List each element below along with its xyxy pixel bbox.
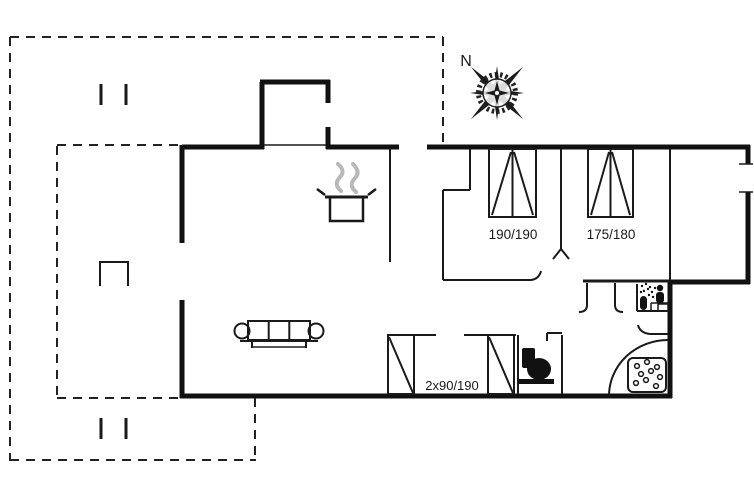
shower-tray-icon — [608, 339, 669, 397]
wall-openings — [264, 144, 753, 193]
terrace-step-marks — [99, 84, 128, 439]
sauna-icon — [639, 282, 669, 312]
steaming-pot-icon — [316, 162, 377, 223]
compass-north-label: N — [460, 53, 472, 70]
bed-size-label-bedroom2: 175/180 — [587, 227, 636, 242]
double-bed-1 — [488, 148, 537, 218]
bed-size-label-bunk-room: 2x90/190 — [425, 378, 479, 393]
double-bed-2 — [587, 148, 634, 218]
single-bed-left — [387, 334, 415, 395]
compass-rose-icon — [470, 66, 524, 120]
bed-size-label-bedroom1: 190/190 — [489, 227, 538, 242]
terrace-niche — [99, 261, 129, 286]
terrace-outline — [9, 36, 444, 461]
single-bed-right — [487, 334, 515, 395]
toilet-icon — [518, 348, 554, 384]
exterior-walls — [179, 79, 751, 399]
sofa-icon — [233, 320, 325, 348]
